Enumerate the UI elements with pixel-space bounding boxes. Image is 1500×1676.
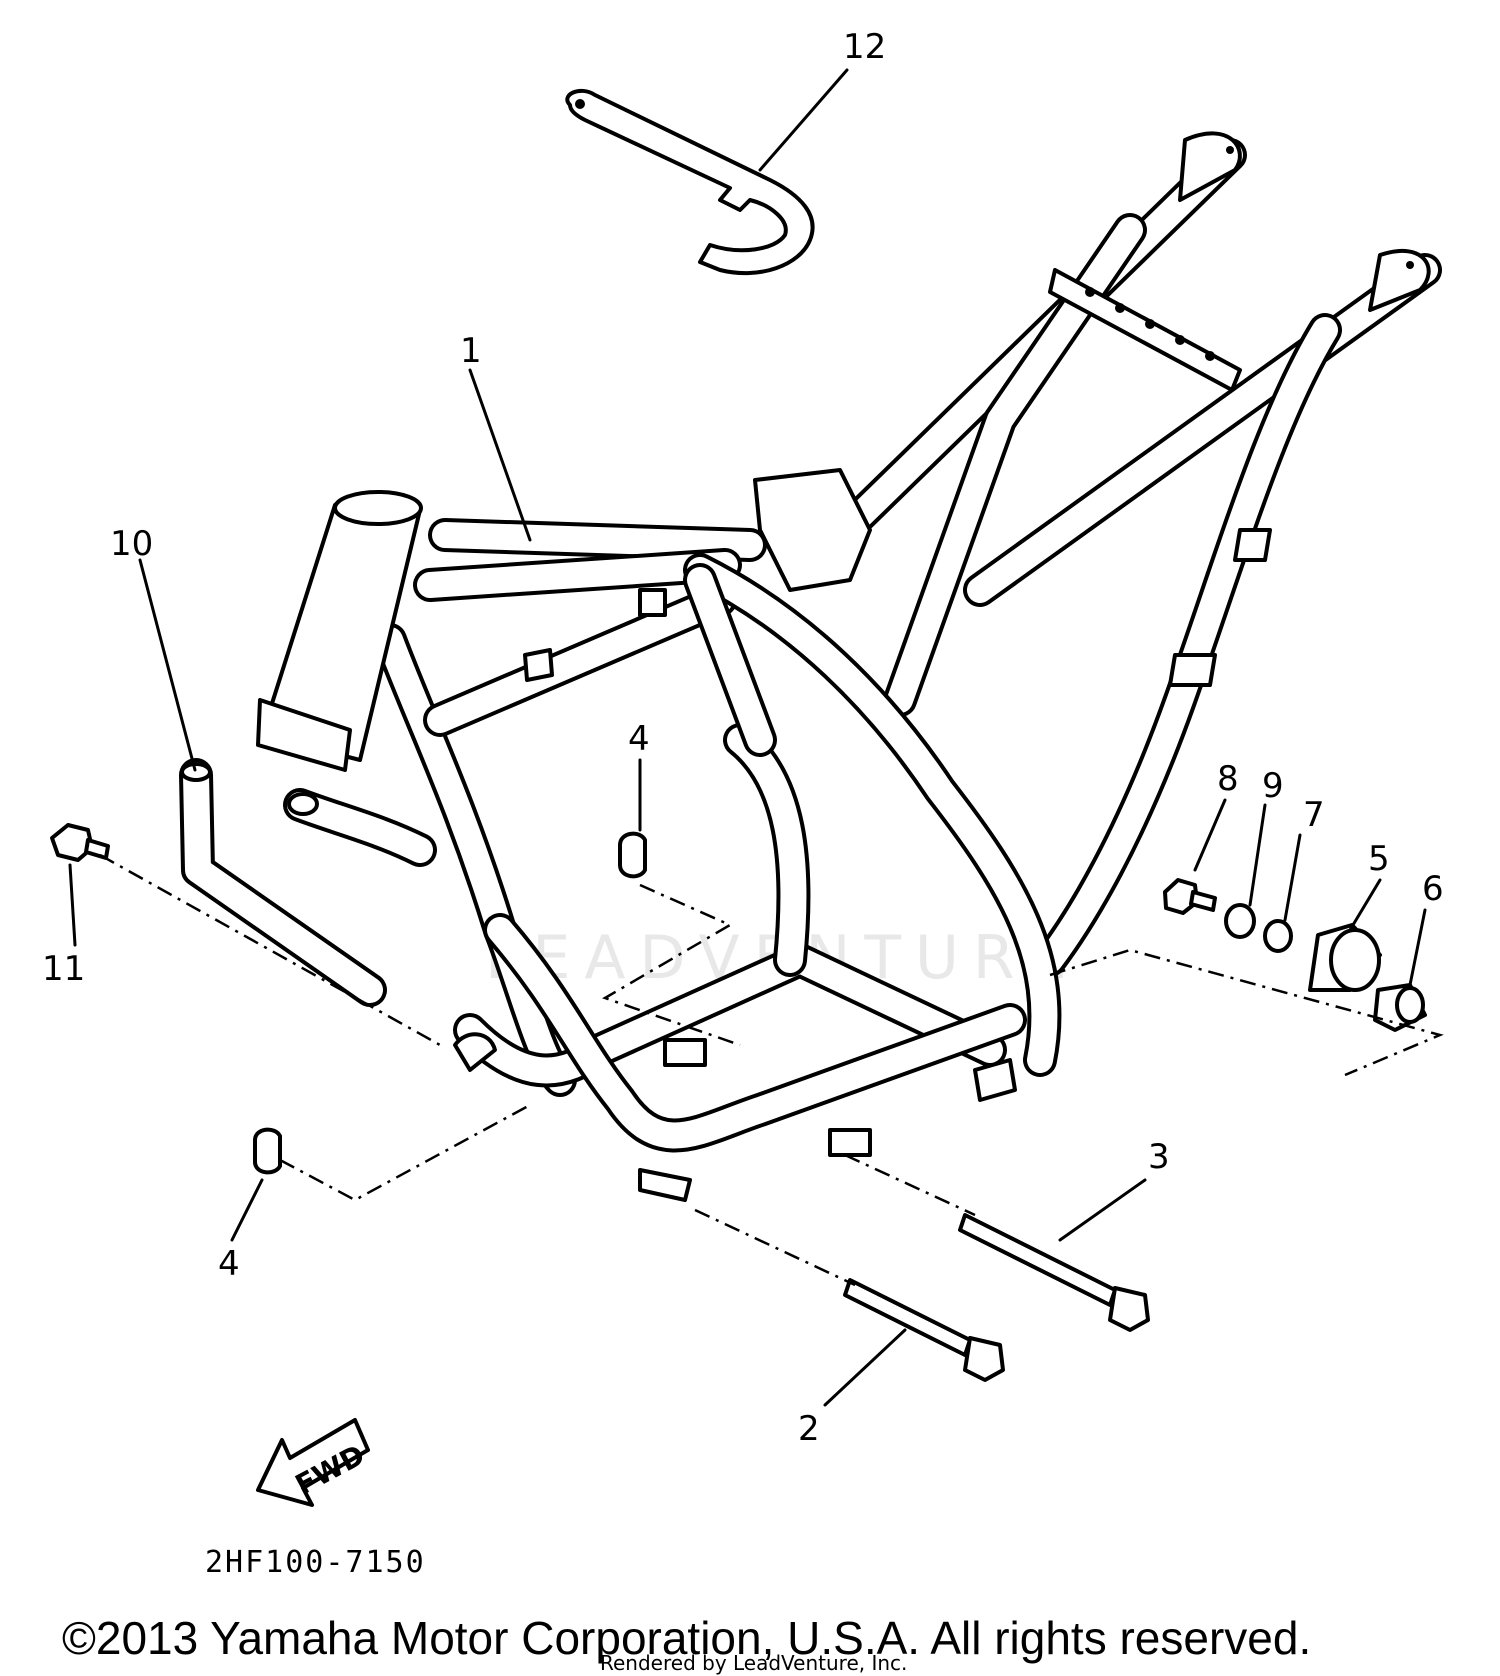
fwd-arrow: FWD (256, 1418, 370, 1507)
part-11-bolt (50, 823, 110, 862)
part-2-3-bolts (843, 1213, 1150, 1382)
label-part-3: 3 (1148, 1137, 1170, 1177)
label-part-10: 10 (110, 524, 153, 564)
parts-5-9-hardware (1163, 878, 1427, 1032)
label-part-4-upper: 4 (628, 719, 650, 759)
part-12-spanner (565, 88, 815, 276)
label-part-5: 5 (1368, 839, 1390, 879)
label-part-12: 12 (843, 27, 886, 67)
label-part-2: 2 (798, 1409, 820, 1449)
leader-lines (68, 68, 1427, 1407)
alignment-lines (99, 853, 1444, 1287)
label-part-7: 7 (1303, 795, 1325, 835)
label-part-8: 8 (1217, 759, 1239, 799)
label-part-9: 9 (1262, 766, 1284, 806)
part-4-nuts (253, 831, 647, 1175)
label-part-4-lower: 4 (218, 1244, 240, 1284)
main-frame (256, 131, 1442, 1202)
label-part-1: 1 (460, 331, 482, 371)
label-part-6: 6 (1422, 869, 1444, 909)
part-labels: 12 1 10 11 4 4 3 2 8 9 7 5 6 (42, 27, 1444, 1449)
rendered-by-note: Rendered by LeadVenture, Inc. (600, 1651, 907, 1675)
copyright-notice: ©2013 Yamaha Motor Corporation, U.S.A. A… (62, 1612, 1311, 1664)
diagram-code: 2HF100-7150 (205, 1545, 426, 1580)
label-part-11: 11 (42, 949, 85, 989)
part-10-guard (179, 758, 387, 1007)
